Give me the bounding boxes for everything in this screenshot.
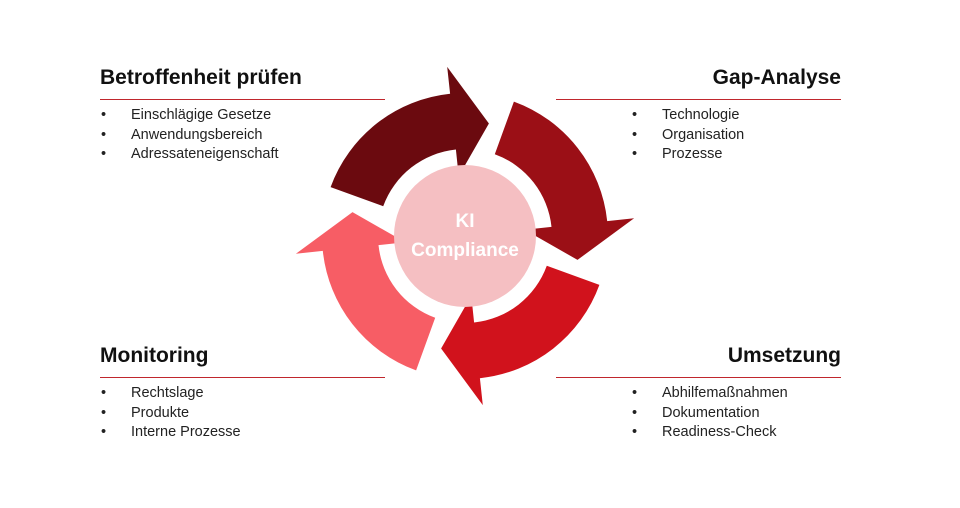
cycle-arrows <box>295 66 635 406</box>
divider <box>100 377 385 378</box>
list-item-label: Rechtslage <box>131 385 204 401</box>
bullet-icon: • <box>632 404 638 421</box>
quadrant-betroffenheit: Betroffenheit prüfen • Einschlägige Geset… <box>100 65 385 165</box>
quadrant-title: Betroffenheit prüfen <box>100 66 302 89</box>
list-item-label: Technologie <box>662 107 740 123</box>
list-item-label: Prozesse <box>662 146 723 162</box>
quadrant-title: Umsetzung <box>727 344 841 367</box>
list-item-label: Einschlägige Gesetze <box>131 107 272 123</box>
quadrant-umsetzung: Umsetzung • Abhilfemaßnahmen • Dokumentati… <box>556 343 841 443</box>
list-item: • Interne Prozesse <box>100 423 385 443</box>
cycle-arrow-bottom <box>441 265 600 406</box>
divider <box>556 99 841 100</box>
bullet-icon: • <box>632 126 638 143</box>
bullet-list: • Rechtslage • Produkte • Interne Prozesse <box>100 384 385 443</box>
list-item-label: Dokumentation <box>662 404 760 421</box>
divider <box>100 99 385 100</box>
center-label-line1: KI <box>455 211 475 232</box>
list-item: • Technologie <box>631 106 841 126</box>
quadrant-title: Gap-Analyse <box>712 66 841 89</box>
list-item: • Produkte <box>100 404 385 424</box>
bullet-icon: • <box>101 424 107 440</box>
bullet-icon: • <box>101 385 107 401</box>
list-item-label: Anwendungsbereich <box>131 126 263 143</box>
bullet-list: • Technologie • Organisation • Prozesse <box>631 106 841 165</box>
list-item-label: Produkte <box>131 404 190 421</box>
list-item: • Readiness-Check <box>631 423 841 443</box>
list-item-label: Organisation <box>662 126 745 143</box>
list-item: • Anwendungsbereich <box>100 126 385 146</box>
bullet-icon: • <box>632 385 638 401</box>
bullet-icon: • <box>101 126 107 143</box>
list-item-label: Abhilfemaßnahmen <box>662 385 788 401</box>
divider <box>556 377 841 378</box>
list-item: • Abhilfemaßnahmen <box>631 384 841 404</box>
list-item: • Prozesse <box>631 145 841 165</box>
cycle-arrow-right <box>494 101 635 260</box>
list-item: • Rechtslage <box>100 384 385 404</box>
center-circle <box>394 165 536 307</box>
quadrant-monitoring: Monitoring • Rechtslage • Produkte • Intern… <box>100 343 385 443</box>
bullet-icon: • <box>632 424 638 440</box>
bullet-icon: • <box>101 146 107 162</box>
quadrant-title: Monitoring <box>100 344 209 367</box>
bullet-icon: • <box>101 107 107 123</box>
bullet-icon: • <box>101 404 107 421</box>
quadrant-gap-analyse: Gap-Analyse • Technologie • Organisation •… <box>556 65 841 165</box>
cycle-arrow-top <box>330 66 489 207</box>
bullet-icon: • <box>632 107 638 123</box>
list-item-label: Readiness-Check <box>662 424 777 440</box>
cycle-arrow-left <box>295 212 436 371</box>
list-item-label: Adressateneigenschaft <box>131 146 279 162</box>
bullet-icon: • <box>632 146 638 162</box>
list-item: • Adressateneigenschaft <box>100 145 385 165</box>
bullet-list: • Einschlägige Gesetze • Anwendungsbereich… <box>100 106 385 165</box>
bullet-list: • Abhilfemaßnahmen • Dokumentation • Readin… <box>631 384 841 443</box>
list-item-label: Interne Prozesse <box>131 424 241 440</box>
list-item: • Dokumentation <box>631 404 841 424</box>
center-label-line2: Compliance <box>411 240 519 261</box>
list-item: • Organisation <box>631 126 841 146</box>
list-item: • Einschlägige Gesetze <box>100 106 385 126</box>
